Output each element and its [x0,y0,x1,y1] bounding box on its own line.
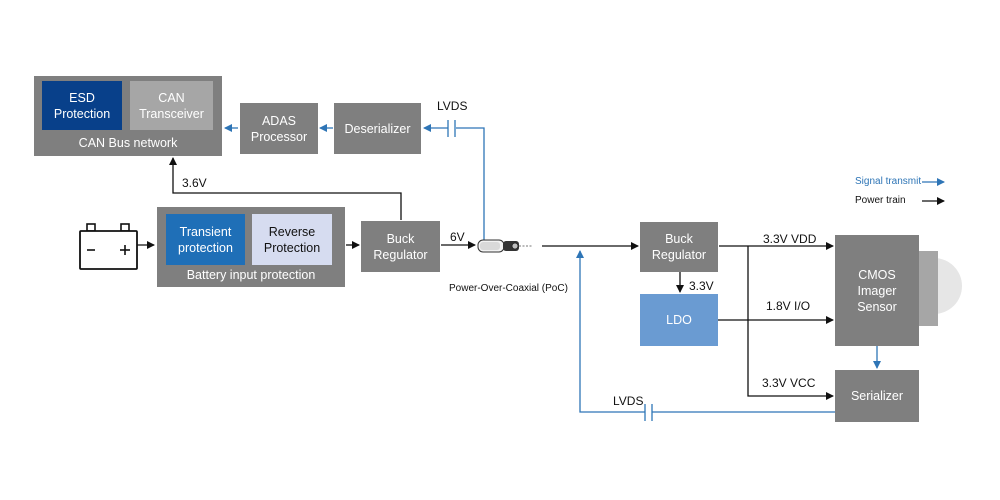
v36-label: 3.6V [182,176,207,190]
can-bus-caption: CAN Bus network [78,136,178,150]
power-train-lines [134,157,834,400]
lvds-bottom-label: LVDS [613,394,644,408]
v33-ldo-label: 3.3V [689,279,714,293]
cmos-label-3: Sensor [857,299,897,314]
adas-label-2: Processor [250,129,308,144]
esd-label-2: Protection [53,106,111,121]
reverse-label-1: Reverse [268,224,316,239]
legend-power-label: Power train [855,195,906,206]
cmos-label-2: Imager [857,283,897,298]
camera-lens-icon [906,251,962,326]
poc-label: Power-Over-Coaxial (PoC) [449,283,568,294]
can-label-1: CAN [158,90,185,105]
esd-label-1: ESD [69,90,95,105]
serializer-block: Serializer [835,370,919,422]
buck-left-label-1: Buck [386,231,415,246]
io-label: 1.8V I/O [766,299,811,313]
can-label-2: Transceiver [139,106,204,121]
vcc-label: 3.3V VCC [762,376,816,390]
coax-cable-icon [477,239,532,253]
buck-right-label-2: Regulator [651,248,707,262]
battery-icon [79,223,138,270]
buck-left-label-2: Regulator [373,247,428,262]
reverse-label-2: Protection [263,240,321,255]
v6-label: 6V [450,230,465,244]
cmos-label-1: CMOS [858,267,896,282]
buck-right-label-1: Buck [665,232,693,246]
adas-label-1: ADAS [261,113,297,128]
vdd-label: 3.3V VDD [763,232,817,246]
signal-lines [224,120,945,421]
ldo-block: LDO [640,294,718,346]
lvds-top-label: LVDS [437,99,468,113]
transient-label-1: Transient [179,224,232,239]
battery-protection-caption: Battery input protection [186,268,316,282]
legend-signal-label: Signal transmit [855,176,922,187]
transient-label-2: protection [178,240,233,255]
deserializer-block: Deserializer [334,103,421,154]
